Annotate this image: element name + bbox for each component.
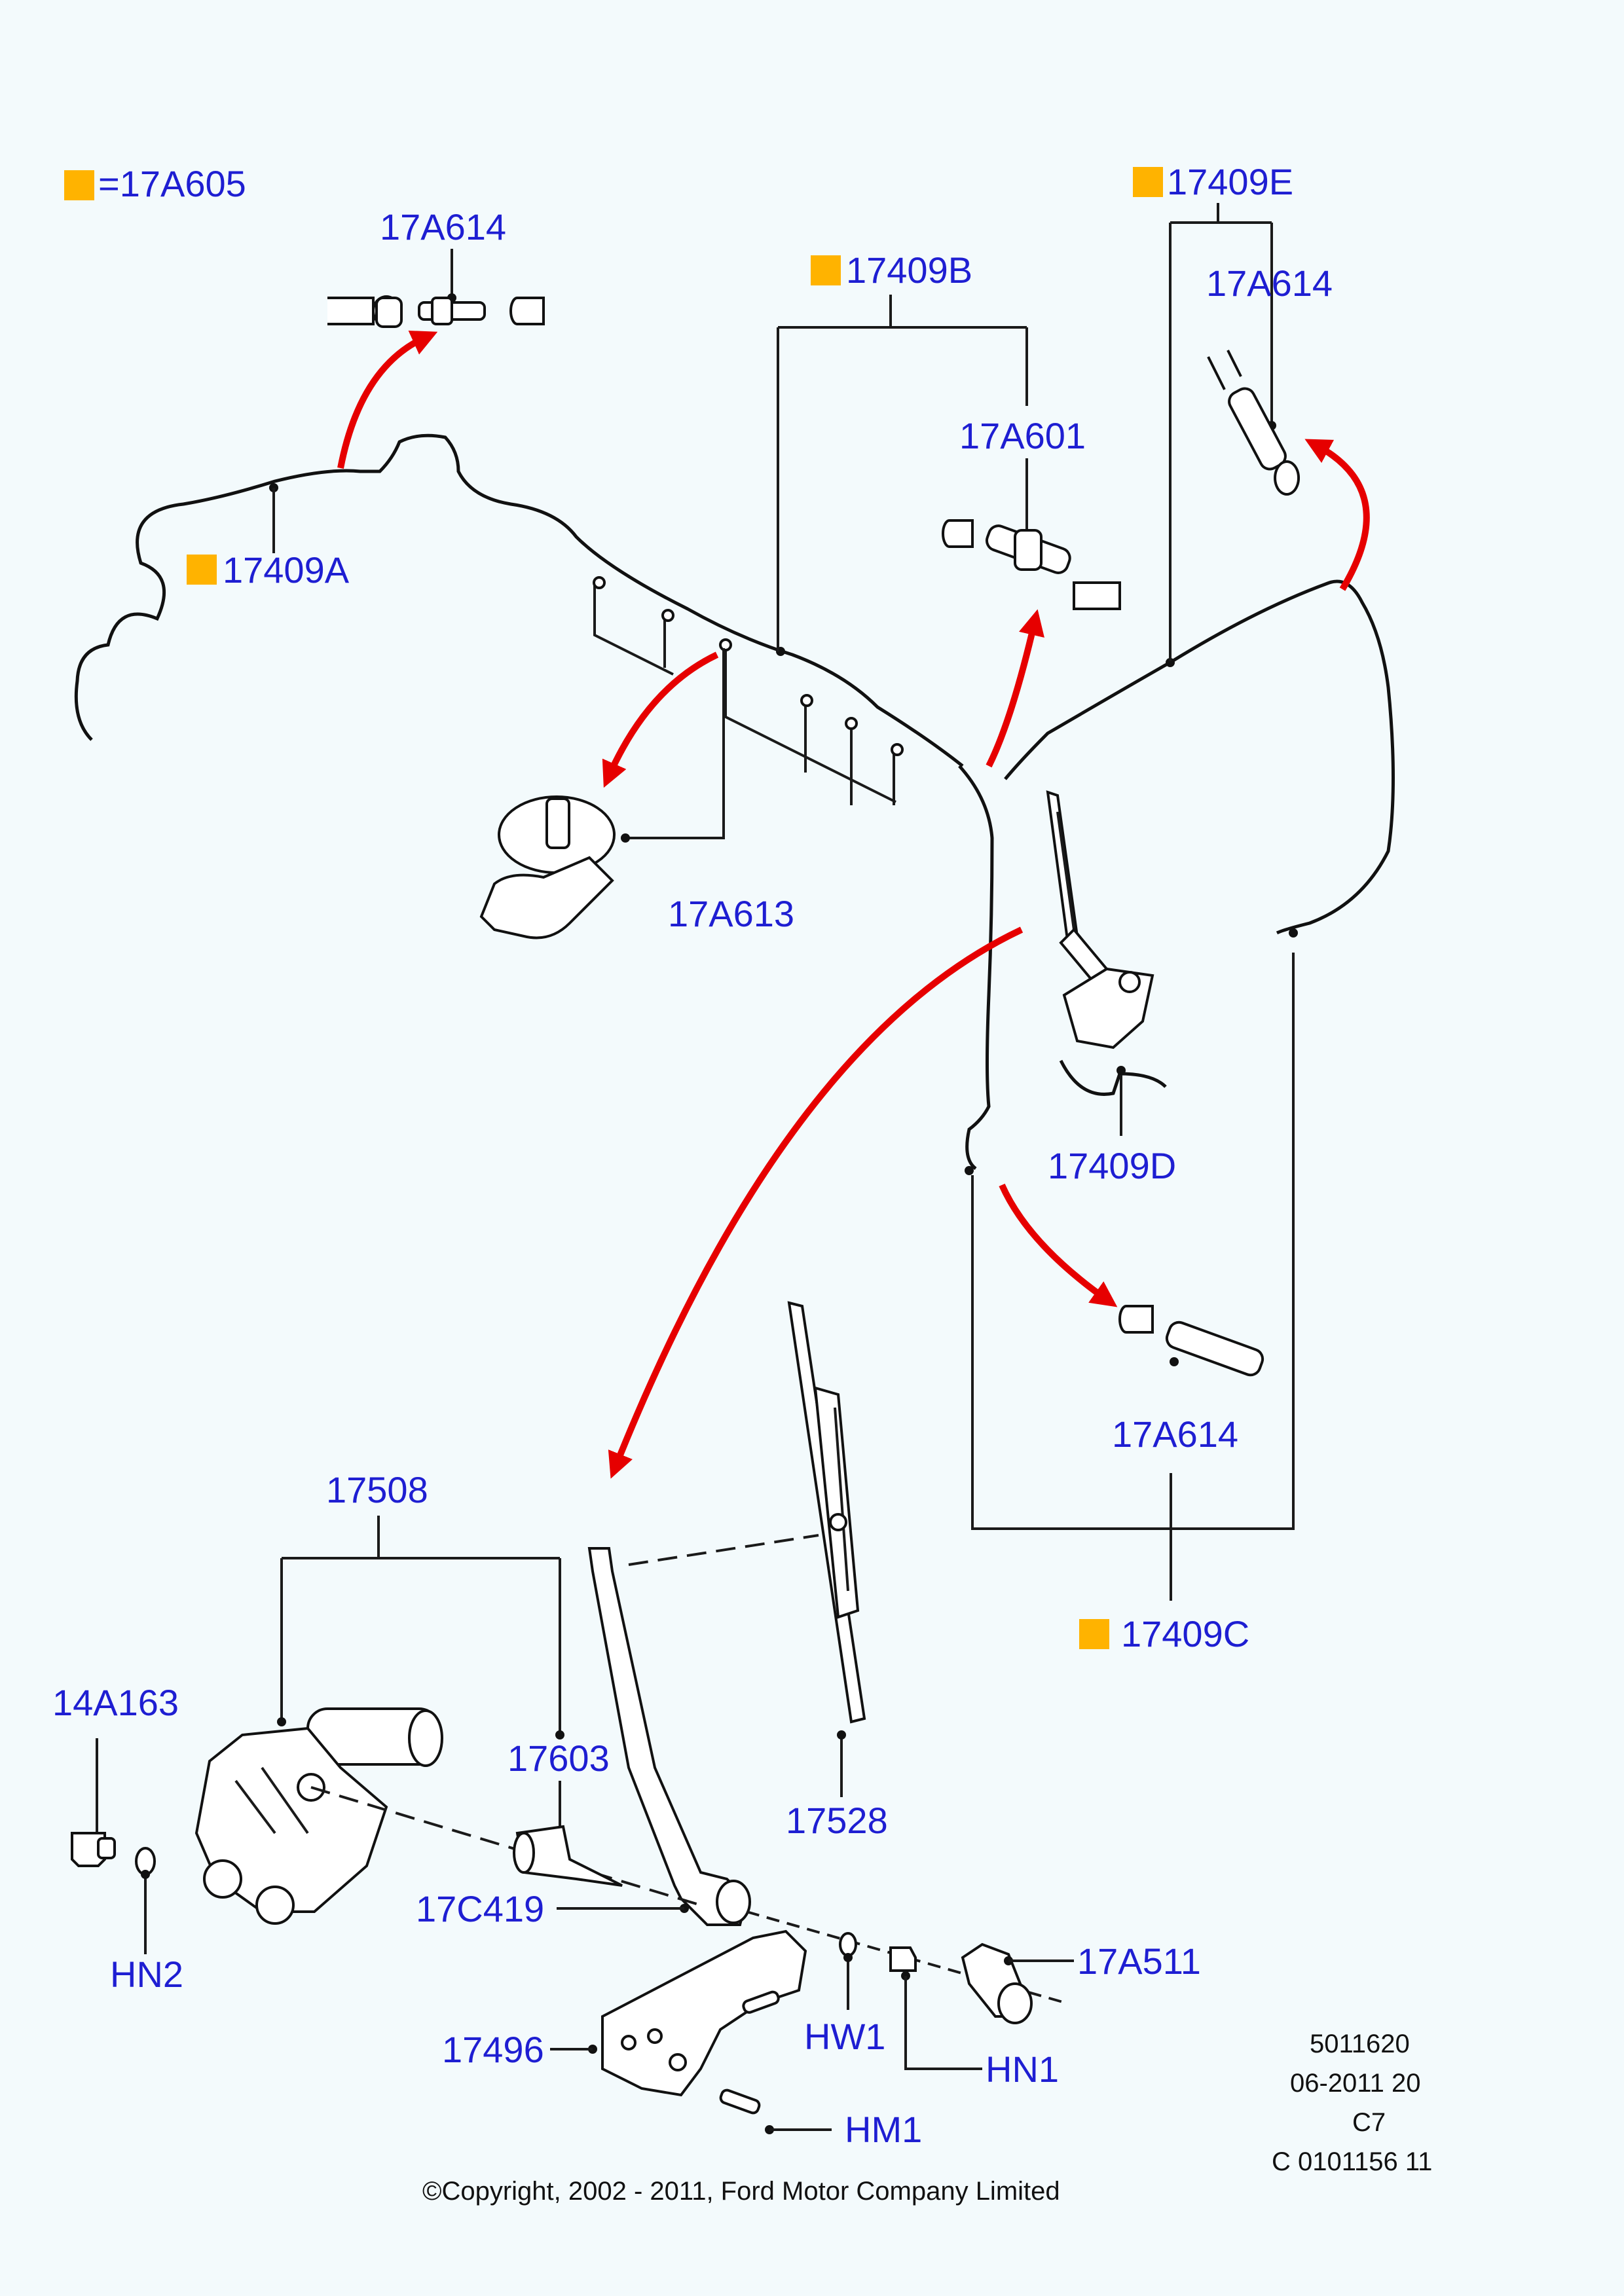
marker-17409c (1079, 1619, 1109, 1649)
legend: =17A605 (64, 163, 246, 204)
legend-text: =17A605 (98, 163, 246, 204)
label-17a614-right: 17A614 (1206, 263, 1333, 304)
label-17508: 17508 (326, 1469, 428, 1510)
label-17528: 17528 (786, 1800, 888, 1841)
arrow-to-motor (608, 926, 1024, 1479)
label-17a613: 17A613 (668, 893, 794, 934)
label-hm1: HM1 (845, 2109, 922, 2150)
arrow-to-17a613 (602, 651, 719, 788)
doc-number: 5011620 (1310, 2030, 1410, 2058)
callout-17409b: 17409B 17A601 (777, 249, 1121, 651)
callout-17409e: 17409E 17A614 (1133, 161, 1370, 661)
label-17496: 17496 (442, 2029, 544, 2070)
label-hw1: HW1 (804, 2016, 885, 2057)
copyright: ©Copyright, 2002 - 2011, Ford Motor Comp… (422, 2177, 1060, 2206)
label-hn1: HN1 (986, 2049, 1059, 2090)
label-14a163: 14A163 (52, 1682, 179, 1723)
label-17409a: 17409A (223, 549, 350, 591)
wiper-motor-17508: 17508 (194, 1469, 701, 1925)
clips-17a613: 17A613 (479, 576, 904, 939)
doc-date: 06-2011 20 (1290, 2069, 1420, 2098)
label-17409c: 17409C (1121, 1613, 1249, 1654)
label-17a601: 17A601 (959, 415, 1086, 456)
marker-17409a (187, 555, 217, 585)
label-17a614-mid: 17A614 (1112, 1413, 1238, 1455)
bush-17603: 17603 (507, 1738, 623, 1887)
fitting-17a614-mid: 17A614 17409C (971, 928, 1298, 1654)
marker-17409b (811, 255, 841, 285)
document-info: 5011620 06-2011 20 C7 C 0101156 11 (1272, 2030, 1432, 2176)
label-17409b: 17409B (846, 249, 972, 291)
fasteners-right: HW1 HN1 17A511 (746, 1910, 1201, 2090)
label-17409e: 17409E (1167, 161, 1293, 202)
hose-17409 (74, 433, 1395, 1175)
legend-marker (64, 170, 94, 200)
doc-code: C 0101156 11 (1272, 2147, 1432, 2176)
label-17a511: 17A511 (1077, 1941, 1201, 1982)
doc-revision: C7 (1352, 2108, 1386, 2137)
bracket-17496: 17496 HM1 (442, 1929, 922, 2150)
arrow-to-17a614-top (337, 330, 438, 469)
label-17409d: 17409D (1048, 1145, 1176, 1186)
label-17c419: 17C419 (416, 1888, 544, 1929)
arrow-to-17a614-right (1304, 439, 1370, 591)
label-17603: 17603 (507, 1738, 610, 1779)
marker-17409e (1133, 167, 1163, 197)
arrow-to-17a601 (986, 609, 1044, 768)
label-hn2: HN2 (110, 1954, 183, 1995)
fasteners-left: 14A163 HN2 (52, 1682, 183, 1995)
wiper-blade-17528: 17528 (628, 1301, 888, 1841)
arrow-to-17a614-mid (999, 1183, 1118, 1307)
wiper-arm-17c419: 17C419 (416, 1547, 751, 1929)
fitting-17a614-top: 17A614 (327, 206, 545, 328)
wiper-assembly-small: 17409D (1046, 790, 1176, 1186)
label-17a614-top: 17A614 (380, 206, 506, 247)
callout-17409a: 17409A (187, 488, 350, 591)
